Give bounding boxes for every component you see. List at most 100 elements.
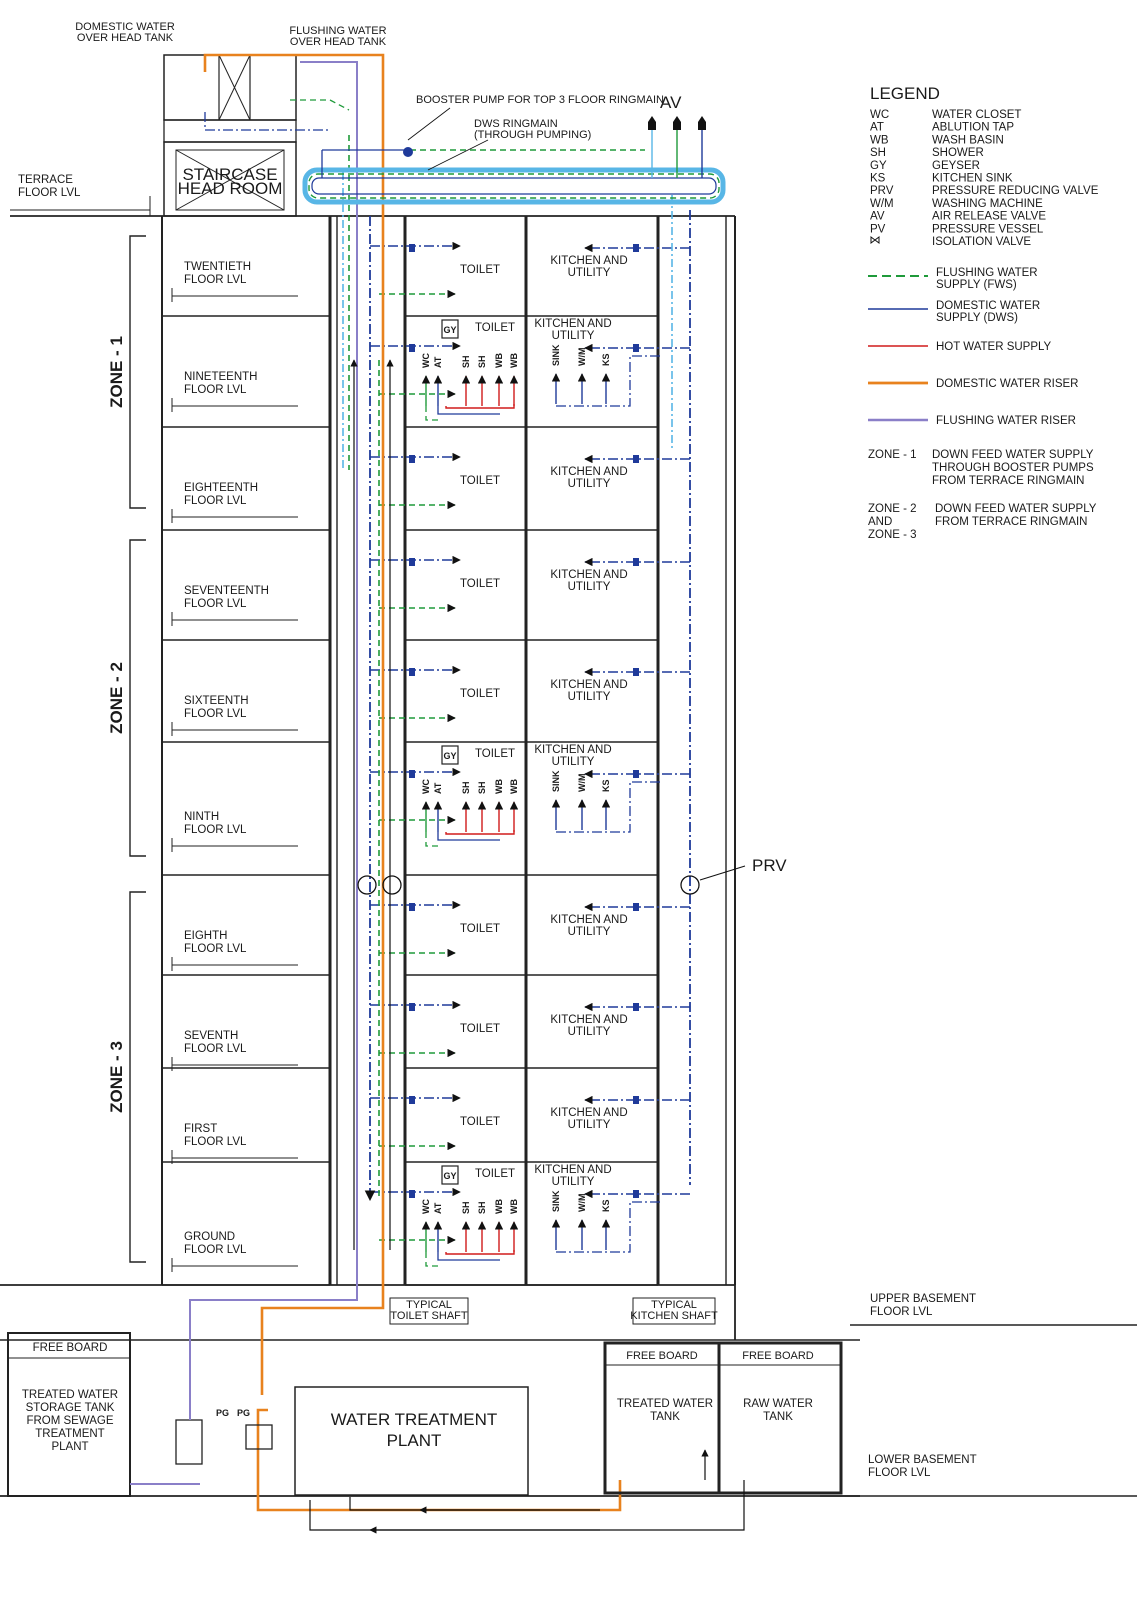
legend-code: KS bbox=[870, 173, 886, 185]
toilet-label: TOILET bbox=[460, 1116, 500, 1128]
flushing-water-riser bbox=[189, 61, 358, 1400]
toilet-label: TOILET bbox=[460, 688, 500, 700]
stp-treated-water-tank bbox=[7, 1332, 131, 1497]
legend-code: SH bbox=[870, 147, 886, 159]
legend-line-label: FLUSHING WATER RISER bbox=[936, 415, 1076, 427]
toilet-label: TOILET bbox=[475, 748, 515, 760]
fixture-tag: SINK bbox=[551, 344, 561, 366]
legend-code: AT bbox=[870, 122, 884, 134]
fixture-tag: WB bbox=[509, 779, 519, 794]
floor-slabs bbox=[162, 315, 658, 1286]
av-label: AV bbox=[660, 93, 682, 112]
toilet-label: TOILET bbox=[475, 322, 515, 334]
legend-desc: WASH BASIN bbox=[932, 134, 1004, 146]
fixture-tag: SINK bbox=[551, 770, 561, 792]
legend-title: LEGEND bbox=[870, 84, 940, 103]
booster-pump-label: BOOSTER PUMP FOR TOP 3 FLOOR RINGMAIN bbox=[416, 94, 664, 106]
legend-desc: KITCHEN SINK bbox=[932, 173, 1013, 185]
domestic-pump-icon bbox=[245, 1424, 273, 1450]
basement bbox=[7, 1324, 1137, 1534]
fixture-tag: WB bbox=[509, 353, 519, 368]
fixture-tag: WB bbox=[509, 1199, 519, 1214]
legend-code: AV bbox=[870, 211, 885, 223]
legend-desc: PRESSURE REDUCING VALVE bbox=[932, 185, 1099, 197]
fixture-tag: WB bbox=[494, 353, 504, 368]
flushing-pump-icon bbox=[175, 1419, 203, 1465]
free-board-label: FREE BOARD bbox=[33, 1342, 108, 1354]
legend-line-label: HOT WATER SUPPLY bbox=[936, 341, 1052, 353]
zone-label: ZONE - 3 bbox=[107, 1041, 126, 1113]
geyser-icon: GY bbox=[443, 1171, 456, 1181]
wtp-subtitle: PLANT bbox=[387, 1431, 442, 1450]
fixture-tag: KS bbox=[601, 779, 611, 792]
legend-code: WB bbox=[870, 134, 889, 146]
isolation-valve-icon bbox=[870, 236, 880, 244]
fixture-tag: AT bbox=[433, 1202, 443, 1214]
legend-zone: ZONE - 1 bbox=[868, 449, 917, 461]
legend-code: PRV bbox=[870, 185, 894, 197]
free-board-label: FREE BOARD bbox=[626, 1350, 698, 1362]
geyser-icon: GY bbox=[443, 325, 456, 335]
overhead-tank-block bbox=[163, 54, 297, 121]
domestic-water-riser bbox=[203, 53, 385, 1395]
fixture-tag: AT bbox=[433, 782, 443, 794]
basement-tanks bbox=[603, 1341, 843, 1495]
legend-code: GY bbox=[870, 160, 887, 172]
fixture-tag: KS bbox=[601, 353, 611, 366]
legend-desc: ABLUTION TAP bbox=[932, 122, 1014, 134]
dws-ringmain-label: DWS RINGMAIN(THROUGH PUMPING) bbox=[474, 118, 591, 141]
wtp-title: WATER TREATMENT bbox=[331, 1410, 498, 1429]
fixture-tag: SH bbox=[477, 781, 487, 794]
zone-label: ZONE - 1 bbox=[107, 336, 126, 408]
fixture-tag: KS bbox=[601, 1199, 611, 1212]
prv-label: PRV bbox=[752, 856, 787, 875]
fixture-tag: SH bbox=[461, 1201, 471, 1214]
legend-code: WC bbox=[870, 109, 889, 121]
legend-code: W/M bbox=[870, 198, 894, 210]
fixture-tag: SH bbox=[477, 1201, 487, 1214]
toilet-label: TOILET bbox=[460, 1023, 500, 1035]
pg-label: PG bbox=[216, 1408, 229, 1418]
legend-desc: SHOWER bbox=[932, 147, 984, 159]
fixture-tag: SINK bbox=[551, 1190, 561, 1212]
toilet-label: TOILET bbox=[460, 264, 500, 276]
fixture-tag: W/M bbox=[577, 1194, 587, 1213]
terrace-ringmain bbox=[204, 99, 726, 205]
prv-valve bbox=[680, 875, 700, 895]
legend-desc: GEYSER bbox=[932, 160, 980, 172]
toilet-label: TOILET bbox=[460, 475, 500, 487]
fixture-tag: SH bbox=[477, 355, 487, 368]
legend-desc: WASHING MACHINE bbox=[932, 198, 1043, 210]
free-board-label: FREE BOARD bbox=[742, 1350, 814, 1362]
